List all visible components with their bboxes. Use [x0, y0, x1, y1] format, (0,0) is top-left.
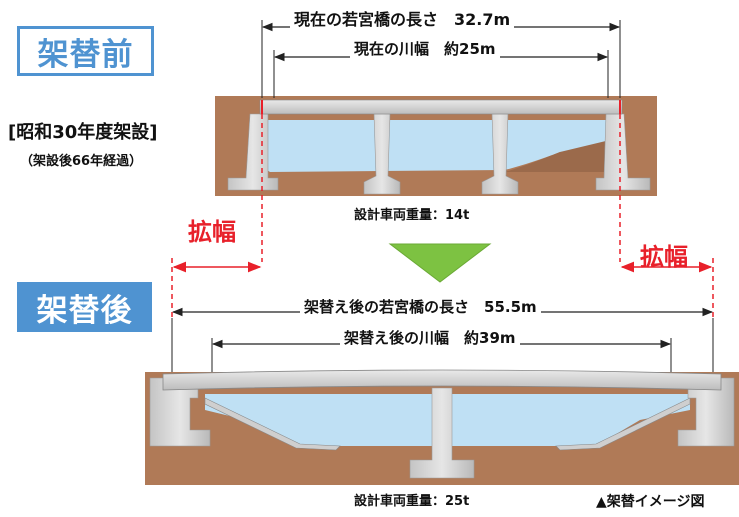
- before-pier-1: [363, 113, 401, 195]
- before-deck: [259, 99, 623, 115]
- before-badge-label: 架替前: [37, 36, 134, 73]
- right-widening-label: 拡幅: [640, 243, 688, 271]
- transition-arrow: [388, 243, 492, 283]
- before-right-bank: [505, 140, 612, 172]
- figure-caption: ▲架替イメージ図: [596, 494, 705, 510]
- after-bridge-illustration: [145, 369, 739, 485]
- before-dimensions: [261, 20, 621, 98]
- before-design-load: 設計車両重量：14t: [354, 208, 470, 223]
- after-river-width-label: 架替え後の川幅 約39m: [340, 327, 520, 348]
- after-right-revetment: [555, 397, 691, 451]
- construction-era: [昭和30年度架設]: [8, 122, 158, 143]
- after-deck: [162, 369, 722, 391]
- after-badge-label: 架替後: [36, 292, 133, 329]
- after-left-revetment: [204, 397, 341, 451]
- before-river-width-label: 現在の川幅 約25m: [350, 38, 500, 59]
- before-river-water: [252, 120, 610, 172]
- before-badge: 架替前: [17, 26, 154, 76]
- before-left-abutment: [227, 113, 279, 191]
- before-pier-2: [481, 113, 519, 195]
- before-right-abutment: [595, 113, 651, 191]
- before-bridge-illustration: [215, 96, 657, 196]
- after-bridge-length-label: 架替え後の若宮橋の長さ 55.5m: [300, 296, 541, 317]
- after-center-pier: [409, 387, 475, 479]
- after-design-load: 設計車両重量：25t: [354, 494, 470, 509]
- before-bridge-length-label: 現在の若宮橋の長さ 32.7m: [290, 6, 515, 30]
- left-widening-label: 拡幅: [188, 218, 236, 246]
- age-note: （架設後66年経過）: [20, 154, 143, 169]
- after-badge: 架替後: [17, 282, 152, 332]
